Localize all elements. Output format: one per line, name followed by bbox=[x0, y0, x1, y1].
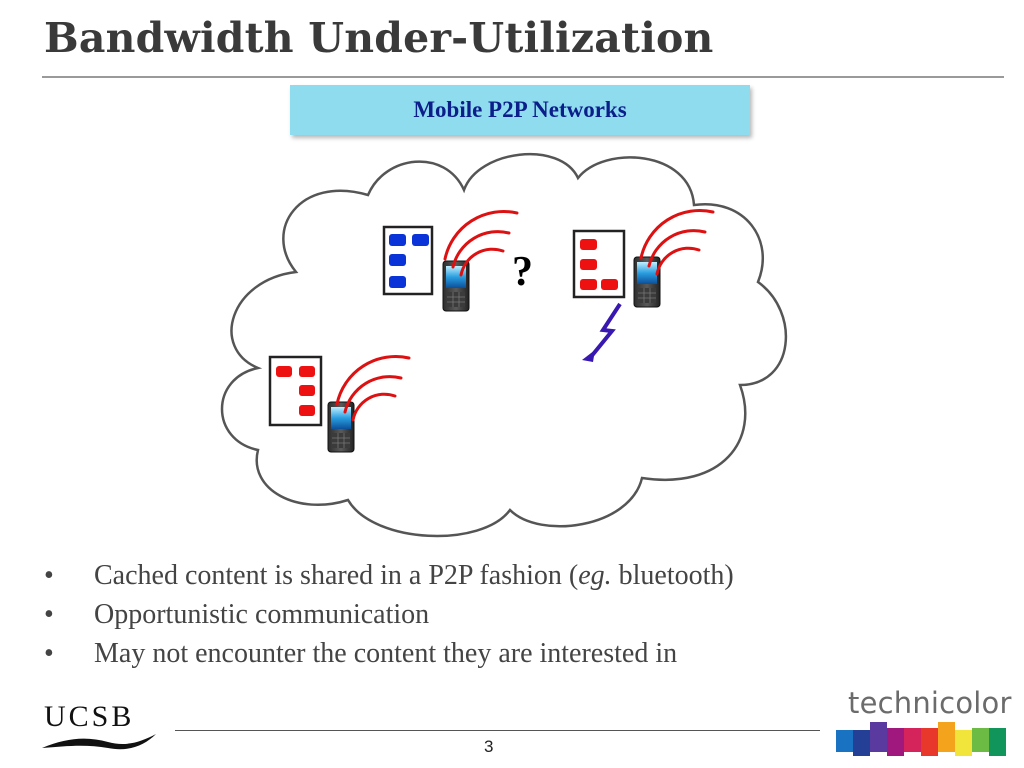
lightning-bolt-icon bbox=[588, 302, 622, 360]
device-group-blue bbox=[382, 210, 519, 312]
bullet-list: • Cached content is shared in a P2P fash… bbox=[40, 556, 734, 673]
stripe-segment bbox=[921, 728, 938, 756]
content-block bbox=[412, 234, 429, 246]
stripe-segment bbox=[938, 722, 955, 752]
subtitle-text: Mobile P2P Networks bbox=[413, 97, 627, 122]
device-group-red-right bbox=[572, 209, 715, 362]
subtitle-banner: Mobile P2P Networks bbox=[290, 85, 750, 135]
wave-icon bbox=[42, 734, 156, 750]
network-cloud bbox=[220, 153, 788, 538]
footer-divider bbox=[175, 730, 820, 731]
bullet-text-part: bluetooth) bbox=[611, 560, 734, 591]
stripe-segment bbox=[989, 728, 1006, 756]
p2p-network-diagram: ? bbox=[220, 153, 788, 538]
bullet-text-italic: eg. bbox=[578, 560, 612, 591]
technicolor-logo: technicolor bbox=[836, 686, 1016, 758]
bullet-text-part: Cached content is shared in a P2P fashio… bbox=[94, 560, 579, 591]
bullet-marker: • bbox=[44, 599, 54, 630]
content-block bbox=[580, 239, 597, 250]
ucsb-wordmark: UCSB bbox=[44, 700, 135, 733]
question-mark: ? bbox=[512, 249, 533, 295]
page-number: 3 bbox=[484, 737, 494, 756]
content-block bbox=[299, 385, 315, 396]
technicolor-wordmark: technicolor bbox=[848, 686, 1012, 720]
technicolor-color-stripe bbox=[836, 722, 1006, 756]
stripe-segment bbox=[870, 722, 887, 752]
content-block bbox=[580, 259, 597, 270]
bullet-marker: • bbox=[44, 638, 54, 669]
content-block bbox=[299, 405, 315, 416]
content-block bbox=[601, 279, 618, 290]
bullet-marker: • bbox=[44, 560, 54, 591]
device-group-red-left bbox=[268, 355, 411, 453]
stripe-segment bbox=[955, 730, 972, 756]
stripe-segment bbox=[853, 730, 870, 756]
stripe-segment bbox=[972, 728, 989, 752]
mobile-phone-icon bbox=[442, 260, 470, 312]
content-block bbox=[389, 276, 406, 288]
mobile-phone-icon bbox=[327, 401, 355, 453]
bullet-item: • Opportunistic communication bbox=[40, 595, 734, 634]
stripe-segment bbox=[904, 728, 921, 752]
content-block bbox=[299, 366, 315, 377]
content-block bbox=[389, 234, 406, 246]
title-divider bbox=[42, 76, 1004, 78]
bullet-text: Opportunistic communication bbox=[94, 599, 430, 630]
mobile-phone-icon bbox=[633, 256, 661, 308]
stripe-segment bbox=[887, 728, 904, 756]
bullet-text: May not encounter the content they are i… bbox=[94, 638, 678, 669]
content-block bbox=[276, 366, 292, 377]
content-block bbox=[580, 279, 597, 290]
bullet-item: • Cached content is shared in a P2P fash… bbox=[40, 556, 734, 595]
slide-title: Bandwidth Under-Utilization bbox=[44, 14, 714, 62]
bullet-item: • May not encounter the content they are… bbox=[40, 634, 734, 673]
content-block bbox=[389, 254, 406, 266]
stripe-segment bbox=[836, 730, 853, 752]
